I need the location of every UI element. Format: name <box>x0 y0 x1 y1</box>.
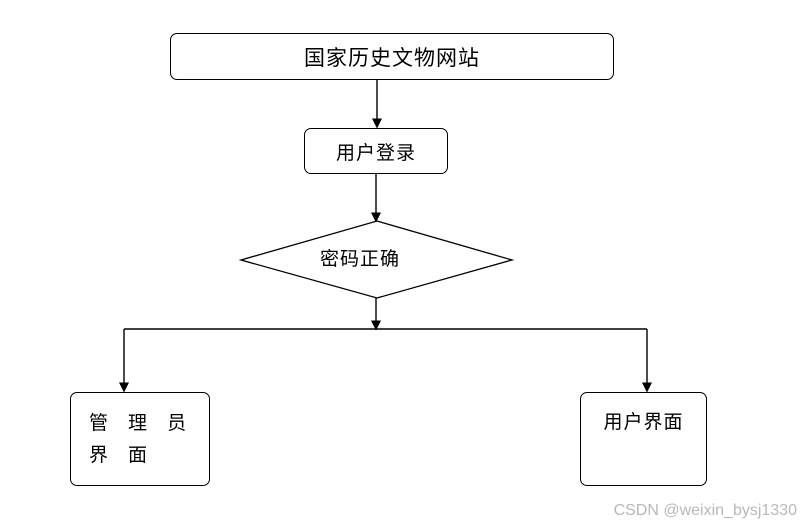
admin-interface-label: 管 理 员 界 面 <box>89 412 194 466</box>
decision-diamond <box>238 220 515 299</box>
password-check-label: 密码正确 <box>319 248 400 270</box>
site-title-label: 国家历史文物网站 <box>304 45 480 70</box>
user-interface-node: 用户界面 <box>580 392 707 486</box>
user-login-label: 用户登录 <box>335 141 416 164</box>
user-interface-label: 用户界面 <box>603 411 684 433</box>
admin-interface-node: 管 理 员 界 面 <box>70 392 210 486</box>
watermark: CSDN @weixin_bysj1330 <box>613 502 797 519</box>
site-title-node: 国家历史文物网站 <box>170 33 614 80</box>
user-login-node: 用户登录 <box>304 128 448 174</box>
